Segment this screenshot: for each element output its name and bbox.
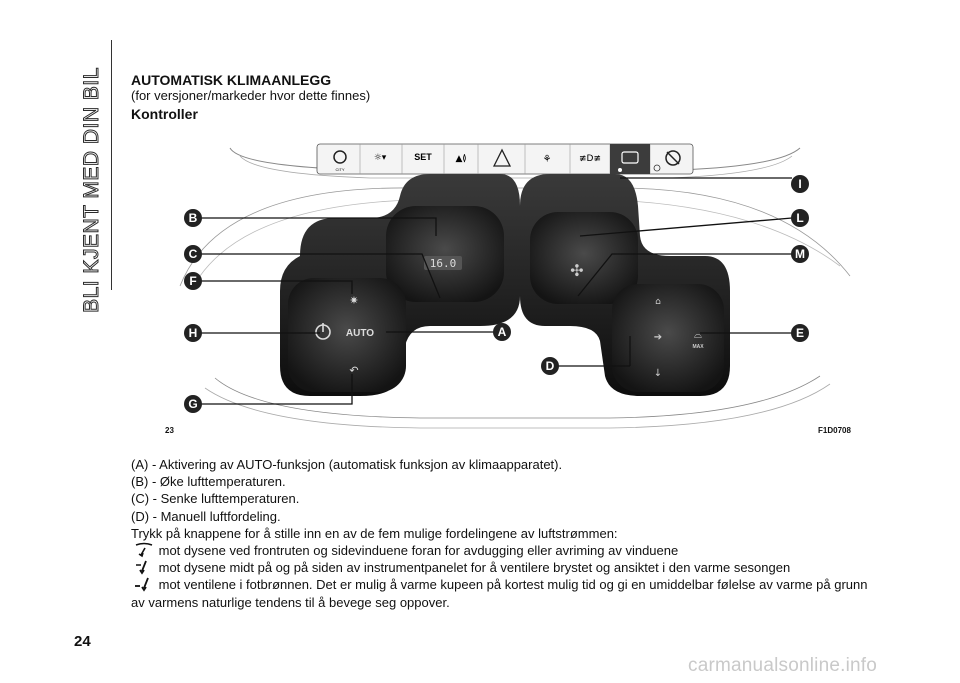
figure-number: 23: [165, 426, 174, 435]
callout-d: [541, 357, 559, 375]
mode-text: mot ventilene i fotbrønnen. Det er mulig…: [131, 577, 868, 610]
callout-b: [184, 209, 202, 227]
watermark: carmanualsonline.info: [688, 655, 878, 676]
page-subtitle: (for versjoner/markeder hvor dette finne…: [131, 88, 371, 103]
svg-text:B: B: [189, 211, 198, 225]
seat-icon: ⚘: [543, 154, 552, 165]
windshield-feet-airflow-icon: [135, 542, 153, 558]
callout-g: [184, 395, 202, 413]
list-item: (A) - Aktivering av AUTO-funksjon (autom…: [131, 457, 563, 472]
callout-f: [184, 272, 202, 290]
callout-l: [791, 209, 809, 227]
fan-icon: ✣: [570, 261, 583, 280]
section-heading: Kontroller: [131, 106, 198, 122]
list-item: (D) - Manuell luftfordeling.: [131, 508, 281, 524]
max-label: MAX: [692, 344, 704, 350]
mode-text: mot dysene midt på og på siden av instru…: [158, 560, 791, 576]
svg-text:G: G: [188, 397, 197, 411]
svg-text:E: E: [796, 326, 804, 340]
list-item: (B) - Øke lufttemperaturen.: [131, 474, 286, 490]
svg-text:L: L: [796, 211, 803, 225]
dashboard-airflow-icon: ➔: [654, 332, 662, 343]
page-number: 24: [74, 633, 91, 650]
svg-text:D: D: [546, 359, 555, 373]
callout-e: [791, 324, 809, 342]
mode-text: mot dysene ved frontruten og sidevinduen…: [158, 543, 679, 559]
fog-light-icon: ▲≬: [455, 154, 466, 164]
fog-lamp-icon: ≢D≢: [579, 154, 601, 164]
feet-airflow-icon: ↓: [654, 368, 662, 379]
svg-text:I: I: [798, 177, 801, 191]
feet-airflow-icon: [135, 578, 149, 593]
rear-defrost-icon: [621, 151, 639, 164]
svg-text:F: F: [189, 274, 196, 288]
callout-h: [184, 324, 202, 342]
figure-code: F1D0708: [818, 426, 851, 435]
dashboard-airflow-icon: [136, 560, 147, 575]
list-item: (C) - Senke lufttemperaturen.: [131, 491, 300, 507]
chapter-side-tab: BLI KJENT MED DIN BIL: [80, 67, 104, 314]
climate-control-figure: CITY ☼▾ SET ▲≬ ⚘ ≢D≢ 16.0 AUTO ✷ ↶ ✣ ⌂ ➔…: [160, 126, 860, 436]
set-label: SET: [414, 152, 432, 162]
callout-m: [791, 245, 809, 263]
side-rule: [111, 40, 112, 290]
headlight-icon: ☼▾: [374, 153, 387, 163]
hazard-icon: [492, 148, 512, 167]
steering-wheel-icon: [333, 150, 347, 164]
max-defrost-icon: ⌓: [694, 330, 702, 341]
svg-text:M: M: [795, 247, 805, 261]
svg-text:A: A: [498, 325, 507, 339]
recirculation-icon: ↶: [349, 364, 358, 377]
climate-control-illustration: CITY ☼▾ SET ▲≬ ⚘ ≢D≢ 16.0 AUTO ✷ ↶ ✣ ⌂ ➔…: [179, 143, 851, 429]
callout-i: [791, 175, 809, 193]
callout-a: [493, 323, 511, 341]
city-label: CITY: [335, 167, 344, 172]
mode-item: mot ventilene i fotbrønnen. Det er mulig…: [131, 576, 871, 610]
start-stop-off-icon: [665, 150, 681, 166]
svg-text:C: C: [189, 247, 198, 261]
mode-item: mot dysene ved frontruten og sidevinduen…: [131, 542, 871, 559]
mode-item: mot dysene midt på og på siden av instru…: [131, 559, 871, 576]
svg-text:H: H: [189, 326, 198, 340]
sun-icon: ✷: [349, 294, 358, 307]
body-text: (A) - Aktivering av AUTO-funksjon (autom…: [131, 456, 871, 611]
callout-c: [184, 245, 202, 263]
auto-label: AUTO: [346, 328, 374, 339]
windshield-airflow-icon: ⌂: [655, 297, 661, 307]
temperature-display: 16.0: [430, 257, 457, 270]
intro-text: Trykk på knappene for å stille inn en av…: [131, 525, 618, 541]
page-title: AUTOMATISK KLIMAANLEGG: [131, 72, 332, 88]
